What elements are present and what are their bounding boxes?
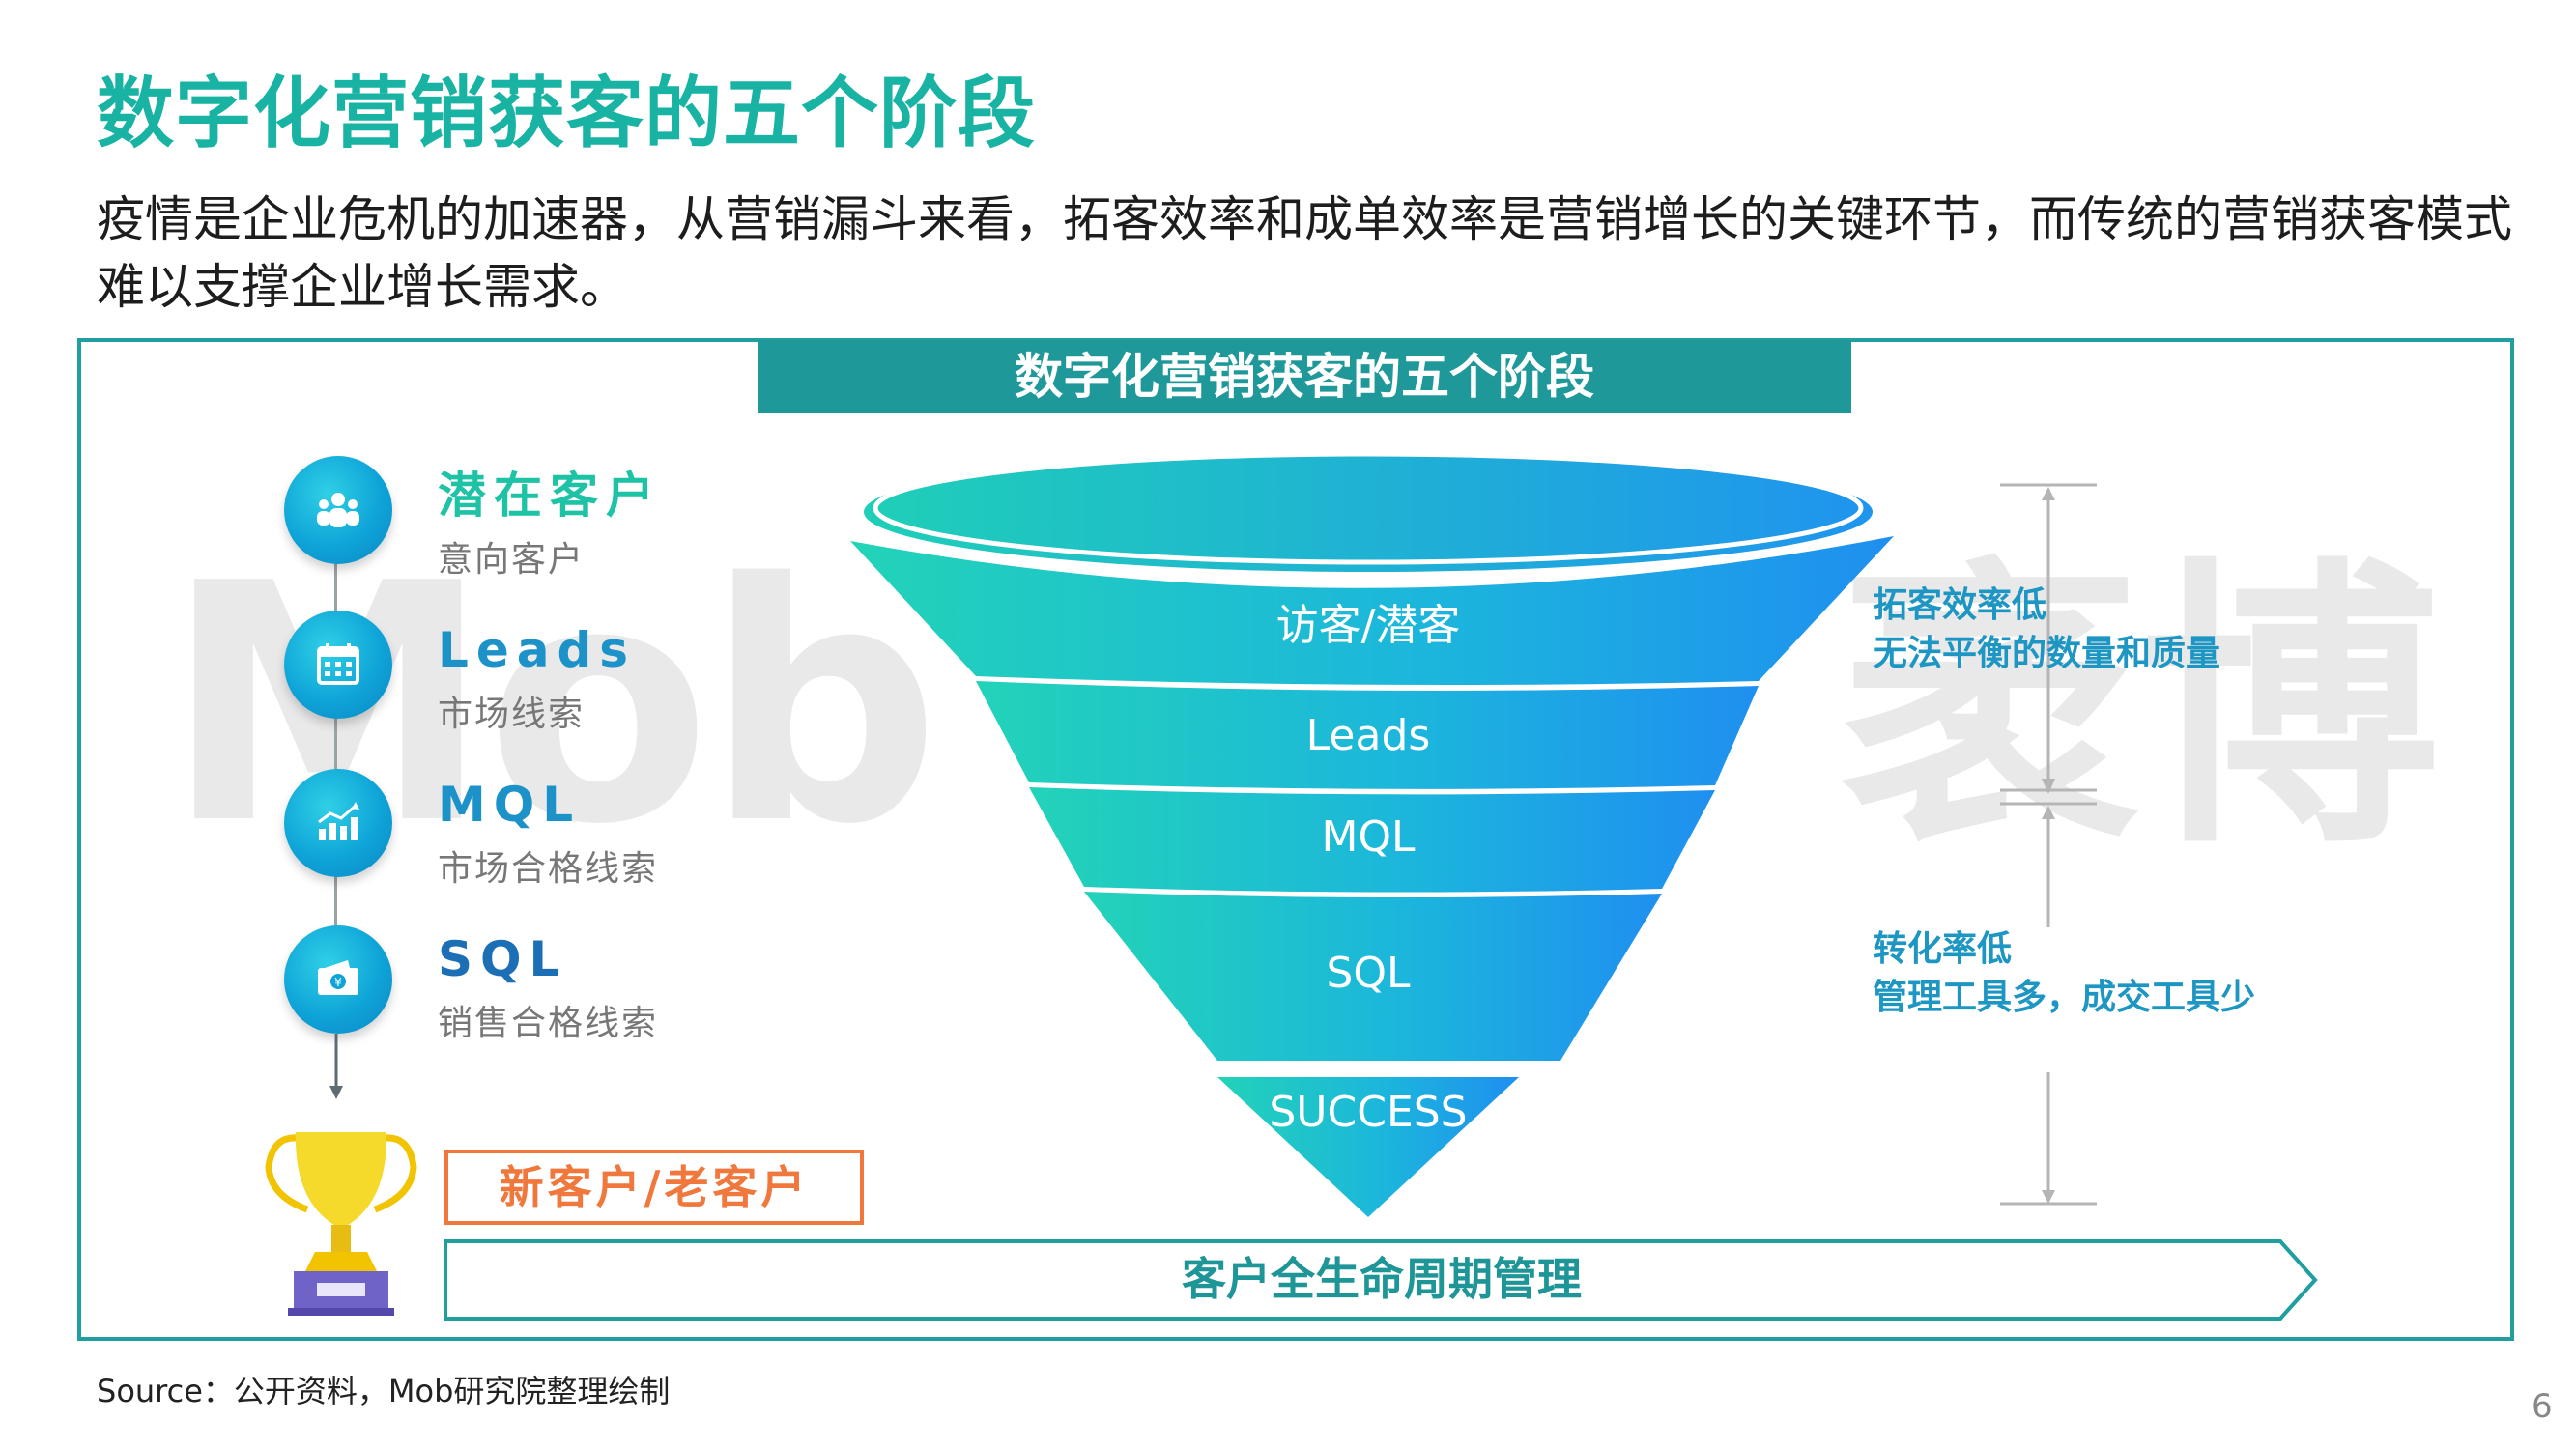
money-icon: ¥: [318, 960, 358, 995]
stage-title-1: 潜在客户: [438, 468, 662, 524]
stage-icon-circle-2: [284, 611, 392, 719]
stage-icon-circle-1: [284, 456, 392, 564]
down-arrow-icon: [329, 1034, 343, 1099]
page-subtitle: 疫情是企业危机的加速器，从营销漏斗来看，拓客效率和成单效率是营销增长的关键环节，…: [97, 191, 2512, 315]
stage-desc-3: 市场合格线索: [438, 849, 659, 889]
side-note-2: 转化率低 管理工具多，成交工具少: [1873, 925, 2255, 1022]
funnel-level-2: [976, 681, 1759, 789]
lifecycle-label: 客户全生命周期管理: [1182, 1253, 1582, 1305]
stage-icon-circle-4: ¥: [284, 925, 392, 1034]
lifecycle-arrow: [444, 1239, 2318, 1321]
stage-title-2: Leads: [438, 622, 637, 678]
trophy-icon: [265, 1132, 417, 1316]
side-note-1-line2: 无法平衡的数量和质量: [1873, 634, 2221, 673]
marketing-funnel: [850, 451, 1894, 1217]
side-note-1: 拓客效率低 无法平衡的数量和质量: [1873, 582, 2220, 678]
funnel-level-3: [1029, 787, 1715, 893]
svg-text:¥: ¥: [334, 976, 342, 989]
stage-title-4: SQL: [438, 931, 568, 987]
stage-title-3: MQL: [438, 777, 582, 833]
new-old-customer-box: 新客户/老客户: [444, 1150, 864, 1225]
stage-desc-4: 销售合格线索: [438, 1004, 659, 1043]
page-number: 6: [2532, 1387, 2553, 1426]
diagram-banner: 数字化营销获客的五个阶段: [758, 340, 1851, 413]
funnel-level-5: [1217, 1077, 1519, 1217]
side-note-2-line2: 管理工具多，成交工具少: [1873, 978, 2256, 1017]
calendar-icon: [317, 643, 359, 685]
funnel-label-2: Leads: [1305, 711, 1431, 760]
funnel-level-4: [1084, 892, 1662, 1061]
funnel-level-1: [850, 536, 1894, 685]
people-group-icon: [317, 493, 359, 527]
range-bracket: [2000, 483, 2097, 1206]
stage-icon-circle-3: [284, 769, 392, 877]
funnel-label-4: SQL: [1326, 949, 1411, 998]
funnel-label-1: 访客/潜客: [1275, 601, 1461, 650]
stage-desc-1: 意向客户: [438, 540, 586, 580]
bar-chart-icon: [318, 802, 359, 840]
funnel-label-3: MQL: [1321, 812, 1416, 862]
page-title: 数字化营销获客的五个阶段: [97, 69, 1036, 158]
side-note-2-line1: 转化率低: [1873, 929, 2013, 969]
side-note-1-line1: 拓客效率低: [1873, 585, 2047, 625]
source-note: Source：公开资料，Mob研究院整理绘制: [97, 1373, 671, 1409]
stage-desc-2: 市场线索: [438, 695, 586, 734]
funnel-label-5: SUCCESS: [1269, 1088, 1468, 1137]
watermark-logo-right: 袤博: [1841, 535, 2440, 884]
